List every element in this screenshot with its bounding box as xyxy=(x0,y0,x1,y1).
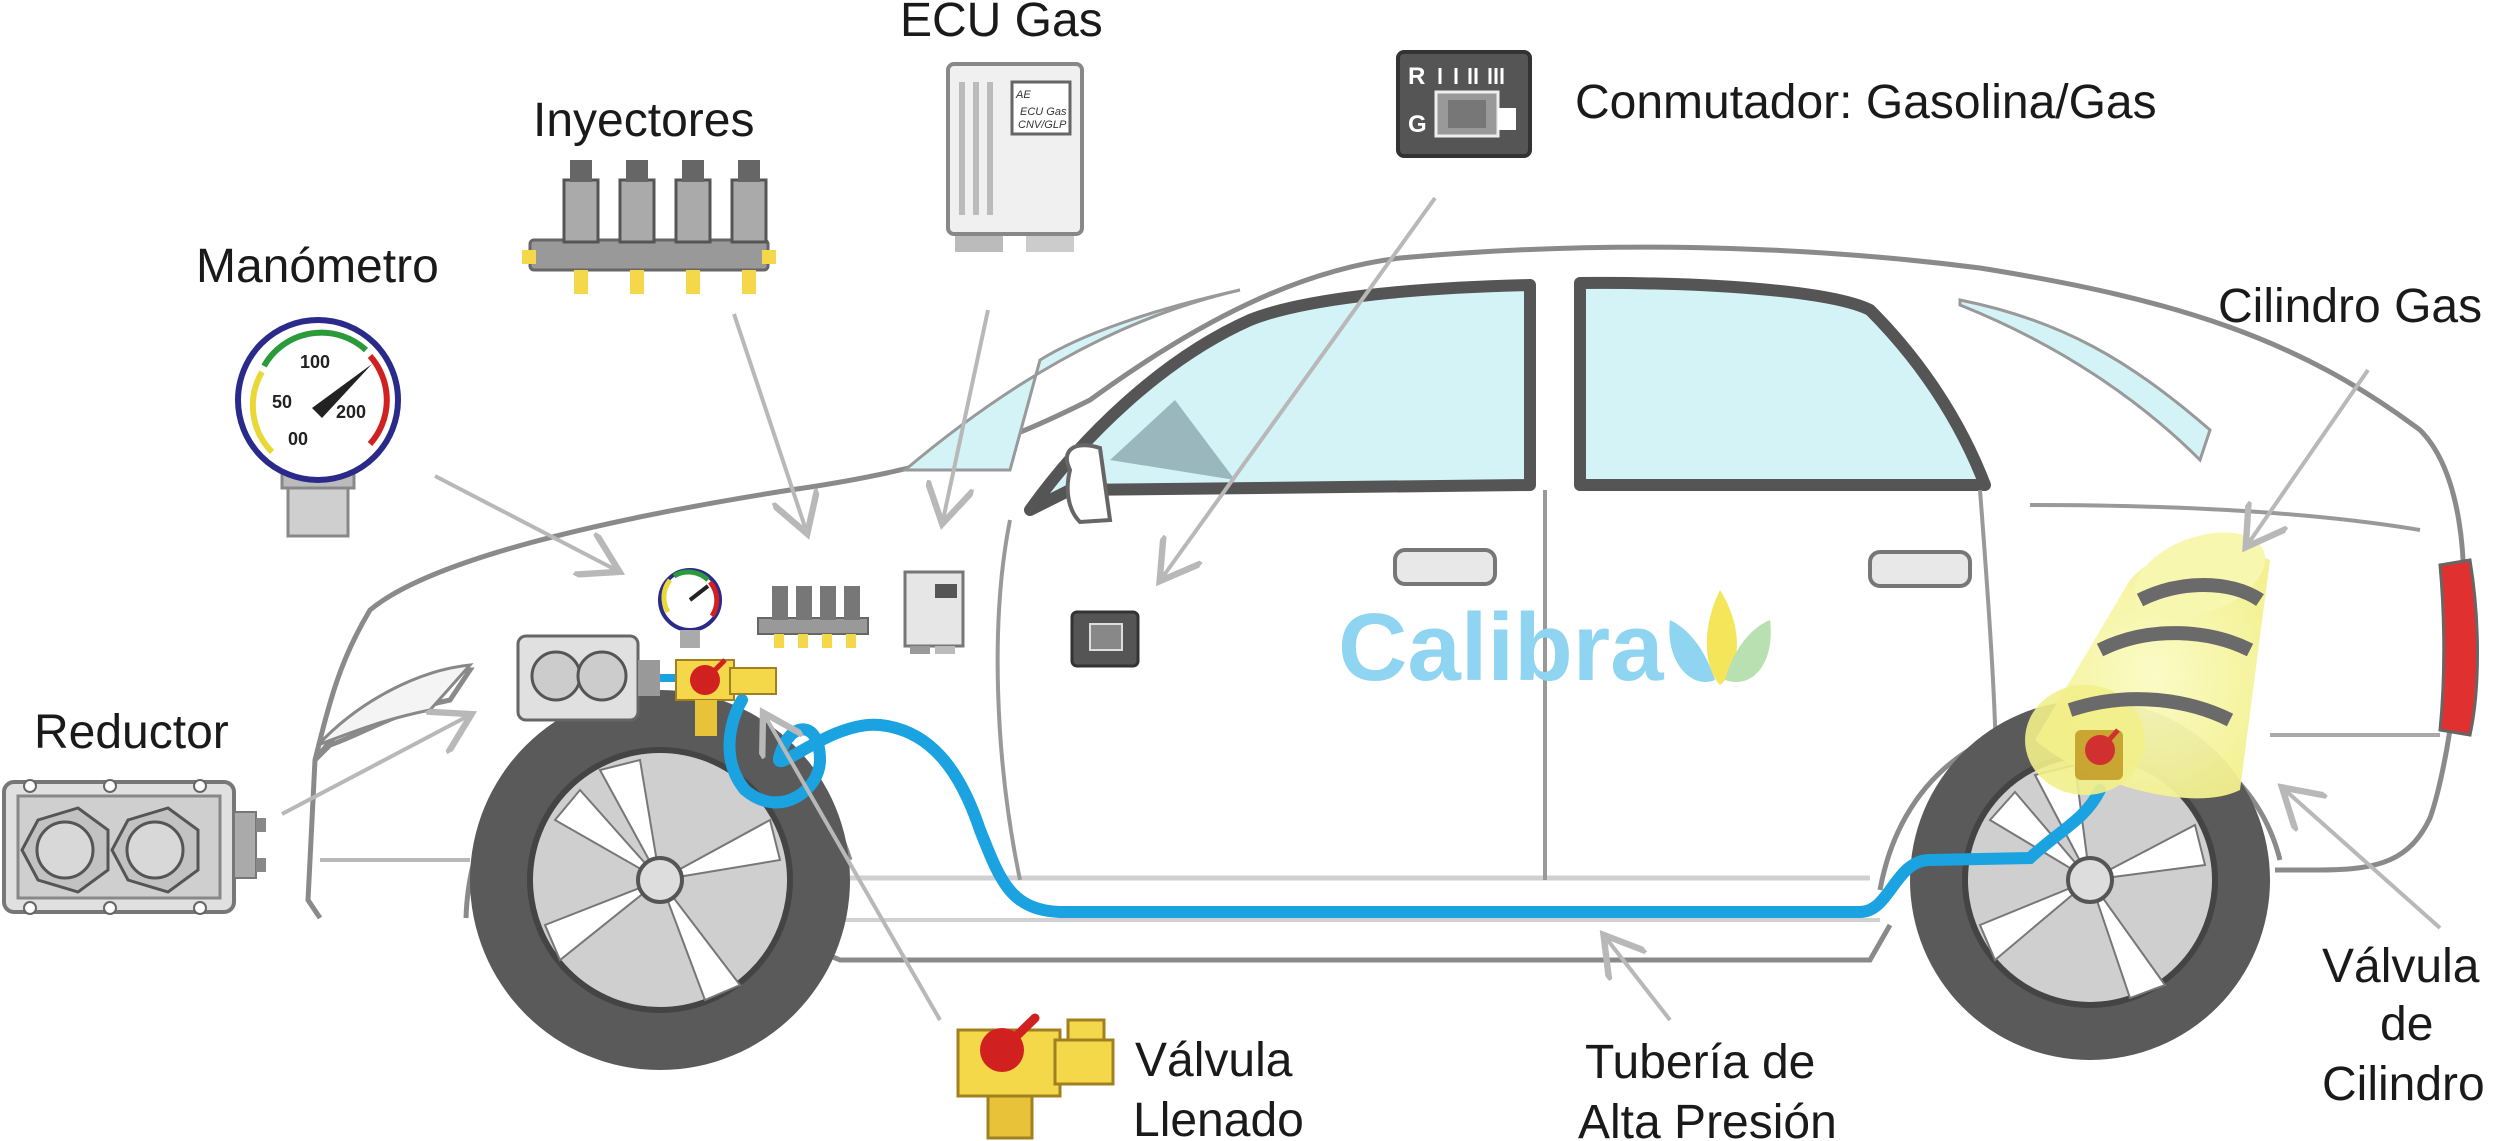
ecu-fuel: CNV/GLP xyxy=(1018,119,1067,131)
ecu-small xyxy=(903,570,965,654)
fill-valve-small xyxy=(675,658,777,736)
ecu-brand: AE xyxy=(1015,89,1031,101)
ecu-unit: AE ECU Gas CNV/GLP xyxy=(946,62,1084,252)
gas-cylinder xyxy=(2025,532,2270,799)
pipe-label-1: Tubería de xyxy=(1585,1036,1815,1089)
reducer-unit xyxy=(2,779,266,915)
calibra-logo: Calibra xyxy=(1338,590,1771,701)
switch-r: R xyxy=(1408,63,1425,90)
cyl-valve-label-3: Cilindro xyxy=(2322,1058,2485,1111)
fuel-switch: R G xyxy=(1396,50,1532,158)
front-wheel xyxy=(470,690,850,1070)
cyl-valve-label-2: de xyxy=(2380,998,2433,1051)
pipe-label-2: Alta Presión xyxy=(1578,1096,1837,1141)
switch-g: G xyxy=(1408,111,1427,138)
injectors-label: Inyectores xyxy=(533,94,754,147)
fill-valve-label-1: Válvula xyxy=(1135,1034,1293,1087)
gauge-label: Manómetro xyxy=(196,240,439,293)
arrow-switch xyxy=(1162,196,1437,578)
ecu-label: ECU Gas xyxy=(900,0,1103,47)
injectors-small xyxy=(757,586,869,648)
arrow-reducer xyxy=(281,716,468,816)
arrow-cylinder xyxy=(2248,368,2370,544)
arrow-ecu xyxy=(943,309,990,520)
ecu-model: ECU Gas xyxy=(1020,106,1067,118)
switch-label: Conmutador: Gasolina/Gas xyxy=(1575,76,2157,129)
gauge-tick-100: 100 xyxy=(300,352,330,372)
arrow-fill-valve xyxy=(765,716,942,1021)
pressure-gauge: 00 50 100 200 xyxy=(235,317,401,538)
reducer-label: Reductor xyxy=(34,706,229,759)
arrow-pipe xyxy=(1606,938,1672,1022)
arrow-gauge xyxy=(434,474,616,570)
brand-name: Calibra xyxy=(1338,594,1664,701)
arrow-injectors xyxy=(732,313,806,530)
cylinder-valve xyxy=(2075,728,2123,780)
switch-small xyxy=(1070,610,1140,668)
fill-valve xyxy=(956,1013,1115,1140)
reducer-small xyxy=(516,634,660,722)
gauge-tick-00: 00 xyxy=(288,429,308,449)
arrow-cylinder-valve xyxy=(2285,790,2442,930)
cylinder-label: Cilindro Gas xyxy=(2218,280,2482,333)
fill-valve-label-2: Llenado xyxy=(1133,1094,1304,1141)
gauge-tick-200: 200 xyxy=(336,402,366,422)
gauge-small xyxy=(658,568,722,648)
callout-arrows xyxy=(281,196,2442,1022)
high-pressure-pipe xyxy=(723,694,2106,918)
gauge-tick-50: 50 xyxy=(272,392,292,412)
injector-rail xyxy=(522,160,776,294)
cyl-valve-label-1: Válvula xyxy=(2322,940,2480,993)
car-body xyxy=(305,244,2479,963)
